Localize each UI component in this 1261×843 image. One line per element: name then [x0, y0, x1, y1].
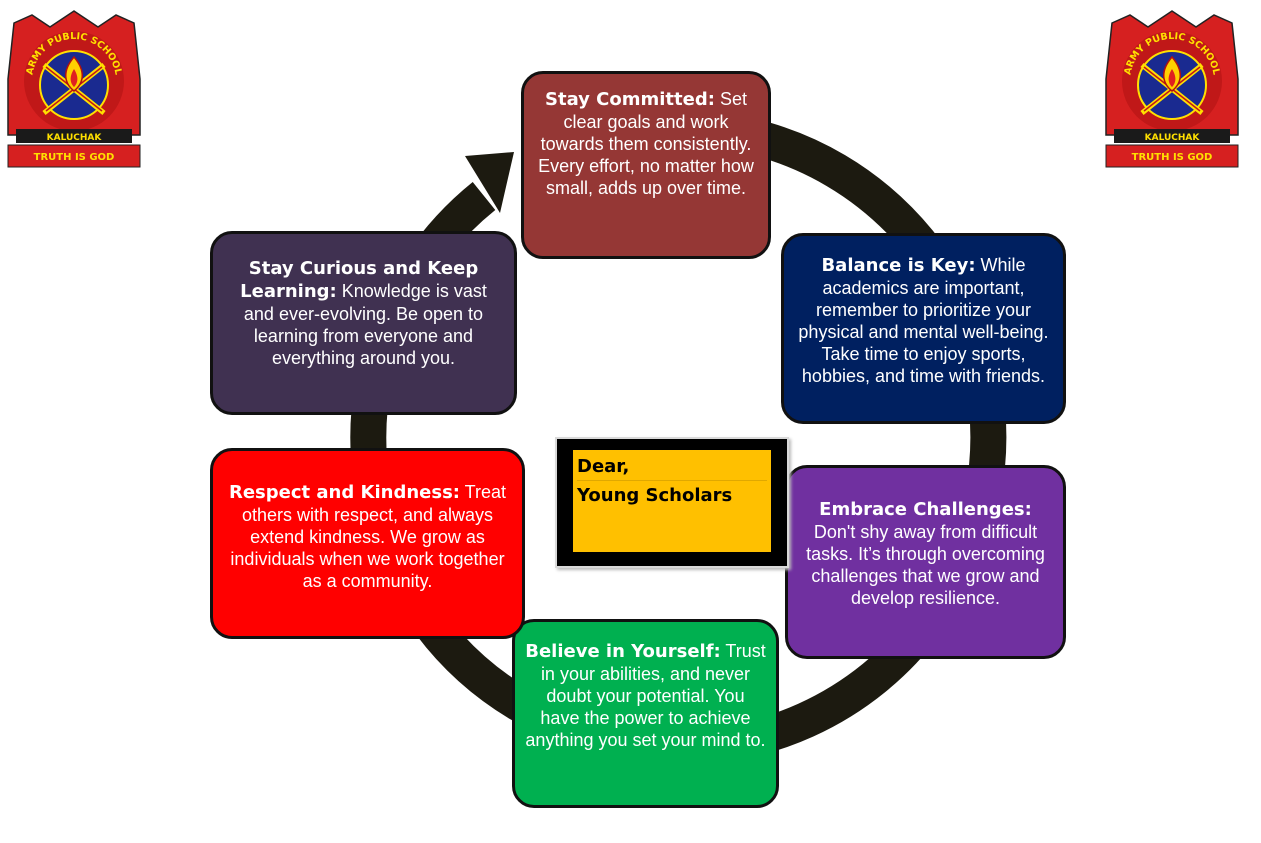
- greeting-line-2: Young Scholars: [577, 485, 733, 506]
- box-stay-curious: Stay Curious and Keep Learning: Knowledg…: [210, 231, 517, 415]
- box-title: Believe in Yourself: [525, 641, 714, 662]
- school-logo-left: ARMY PUBLIC SCHOOL KALUCHAK TRUTH IS GOD: [7, 10, 141, 168]
- svg-text:KALUCHAK: KALUCHAK: [1145, 133, 1201, 143]
- box-text: Don't shy away from difficult tasks. It’…: [806, 522, 1045, 608]
- svg-text:KALUCHAK: KALUCHAK: [47, 133, 103, 143]
- box-title: Balance is Key: [821, 255, 969, 276]
- box-title: Embrace Challenges: [819, 499, 1025, 520]
- center-greeting-panel: Dear, Young Scholars: [573, 450, 771, 552]
- box-title: Stay Committed: [545, 89, 708, 110]
- box-stay-committed: Stay Committed: Set clear goals and work…: [521, 71, 771, 259]
- box-respect-and-kindness: Respect and Kindness: Treat others with …: [210, 448, 525, 639]
- box-embrace-challenges: Embrace Challenges: Don't shy away from …: [785, 465, 1066, 659]
- box-text: Treat others with respect, and always ex…: [230, 482, 507, 591]
- box-balance-is-key: Balance is Key: While academics are impo…: [781, 233, 1066, 424]
- box-title-colon: :: [452, 482, 460, 503]
- cycle-arrowhead: [465, 152, 514, 213]
- box-title: Respect and Kindness: [228, 482, 453, 503]
- box-title-colon: :: [713, 641, 721, 662]
- svg-text:TRUTH IS GOD: TRUTH IS GOD: [1132, 152, 1213, 163]
- box-title-colon: :: [968, 255, 976, 276]
- box-title: Stay Curious and Keep Learning: [240, 258, 479, 302]
- box-title-colon: :: [707, 89, 715, 110]
- box-text: Knowledge is vast and ever-evolving. Be …: [243, 281, 487, 368]
- svg-text:TRUTH IS GOD: TRUTH IS GOD: [34, 152, 115, 163]
- school-logo-right: ARMY PUBLIC SCHOOL KALUCHAK TRUTH IS GOD: [1105, 10, 1239, 168]
- box-believe-in-yourself: Believe in Yourself: Trust in your abili…: [512, 619, 779, 808]
- box-text: Set clear goals and work towards them co…: [538, 89, 754, 198]
- box-text: Trust in your abilities, and never doubt…: [525, 641, 766, 750]
- center-greeting-card: Dear, Young Scholars: [555, 437, 789, 568]
- box-text: While academics are important, remember …: [798, 255, 1049, 386]
- greeting-line-1: Dear,: [577, 454, 767, 481]
- box-title-colon: :: [1024, 499, 1032, 520]
- box-title-colon: :: [329, 281, 337, 302]
